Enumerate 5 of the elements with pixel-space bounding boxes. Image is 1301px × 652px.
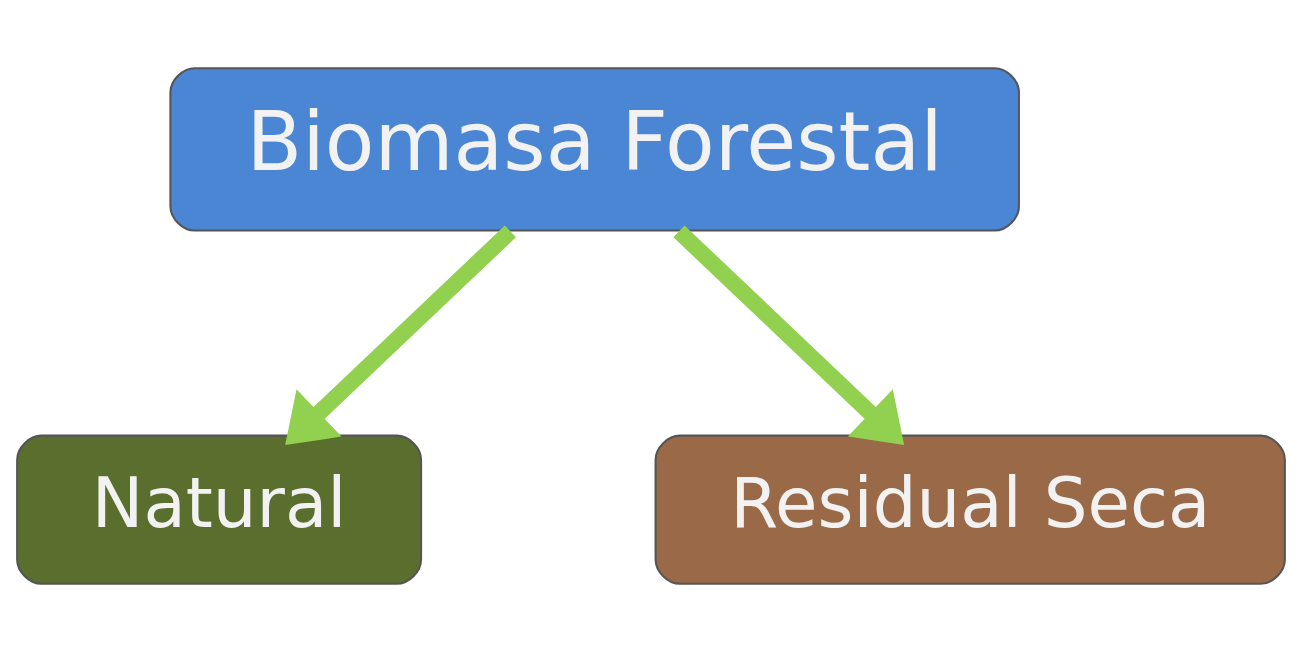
arrow (672, 225, 904, 445)
node-box: Natural (15, 434, 422, 585)
node-box: Residual Seca (654, 434, 1286, 585)
arrow (284, 225, 516, 445)
node-box: Biomasa Forestal (168, 67, 1020, 232)
